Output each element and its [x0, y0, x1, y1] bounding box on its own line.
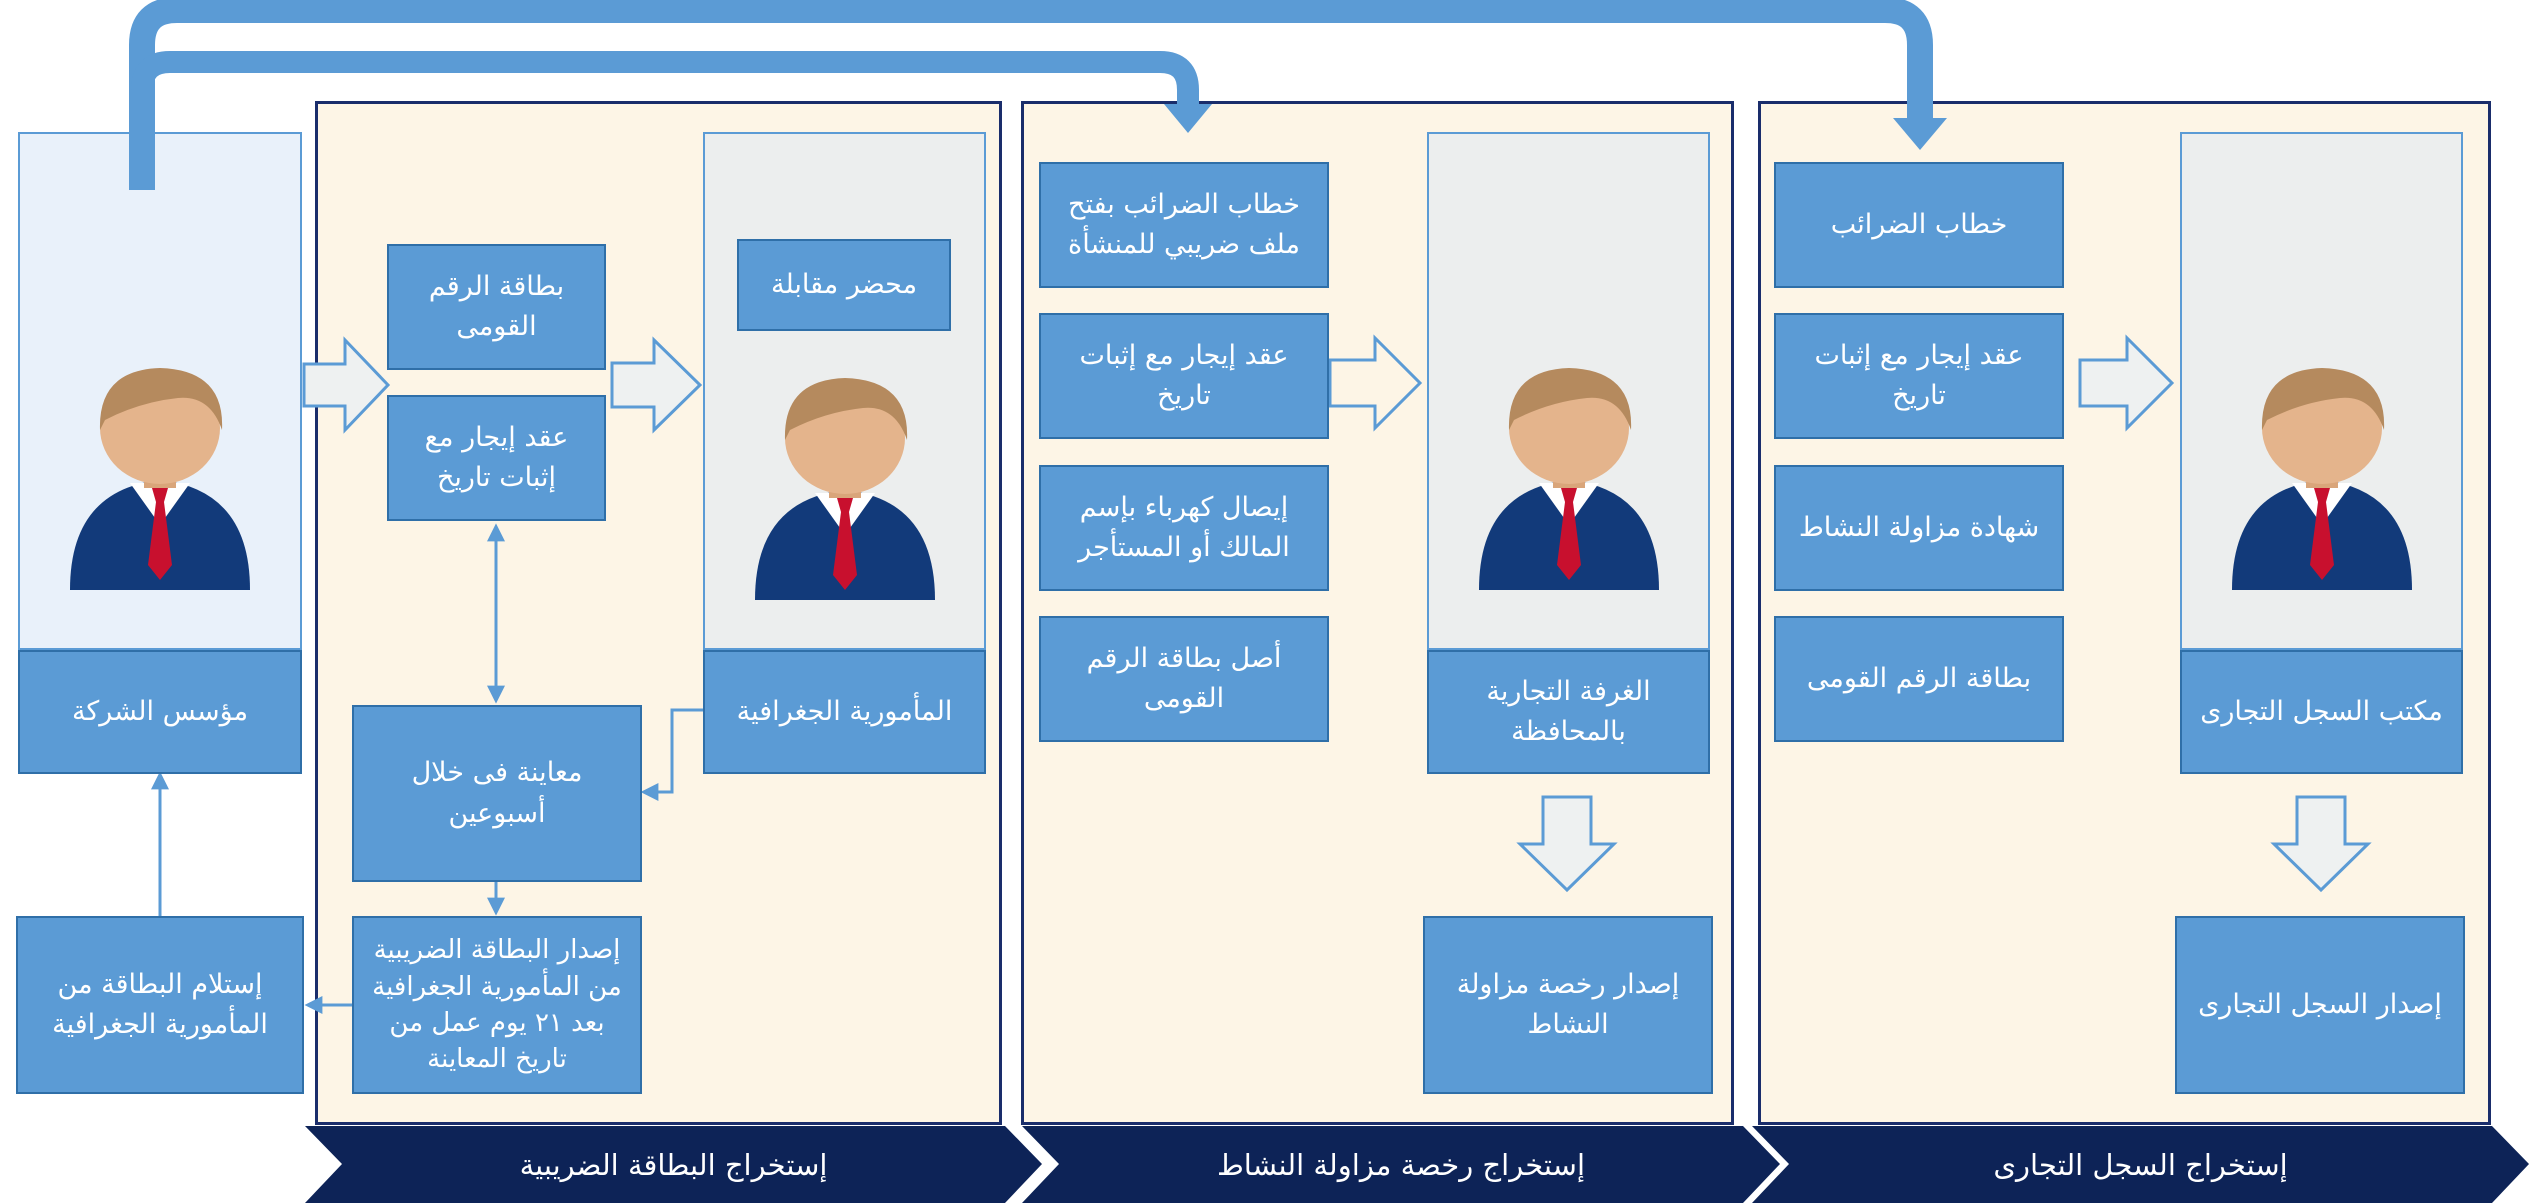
chamber-label: الغرفة التجارية بالمحافظة: [1427, 650, 1710, 774]
chamber-person-icon: [1479, 368, 1659, 590]
receipt-box: إستلام البطاقة من المأمورية الجغرافية: [16, 916, 304, 1094]
commercial-registry-title: إستخراج السجل التجارى: [1993, 1147, 2288, 1182]
license-doc-electricity: إيصال كهرباء بإسم المالك أو المستأجر: [1039, 465, 1329, 591]
founder-person-icon: [70, 368, 250, 590]
license-issuance-box: إصدار رخصة مزاولة النشاط: [1423, 916, 1713, 1094]
registry-issuance-box: إصدار السجل التجارى: [2175, 916, 2465, 1094]
tax-doc-lease: عقد إيجار مع إثبات تاريخ: [387, 395, 606, 521]
license-doc-lease: عقد إيجار مع إثبات تاريخ: [1039, 313, 1329, 439]
tax-authority-label: المأمورية الجغرافية: [703, 650, 986, 774]
license-doc-national-id: أصل بطاقة الرقم القومى: [1039, 616, 1329, 742]
commercial-registry-title-band: إستخراج السجل التجارى: [1752, 1126, 2529, 1203]
tax-card-title: إستخراج البطاقة الضريبية: [519, 1147, 828, 1182]
inspection-box: معاينة فى خلال أسبوعين: [352, 705, 642, 882]
tax-doc-national-id: بطاقة الرقم القومى: [387, 244, 606, 370]
registry-doc-activity-certificate: شهادة مزاولة النشاط: [1774, 465, 2064, 591]
activity-license-title-band: إستخراج رخصة مزاولة النشاط: [1022, 1126, 1780, 1203]
license-doc-tax-letter: خطاب الضرائب بفتح ملف ضريبي للمنشأة: [1039, 162, 1329, 288]
registry-doc-lease: عقد إيجار مع إثبات تاريخ: [1774, 313, 2064, 439]
registry-doc-national-id: بطاقة الرقم القومى: [1774, 616, 2064, 742]
activity-license-title: إستخراج رخصة مزاولة النشاط: [1216, 1147, 1586, 1182]
tax-authority-person-icon: [755, 378, 935, 600]
registry-office-label: مكتب السجل التجارى: [2180, 650, 2463, 774]
interview-record-box: محضر مقابلة: [737, 239, 951, 331]
tax-card-issuance-box: إصدار البطاقة الضريبية من المأمورية الجغ…: [352, 916, 642, 1094]
registry-doc-tax-letter: خطاب الضرائب: [1774, 162, 2064, 288]
tax-card-title-band: إستخراج البطاقة الضريبية: [305, 1126, 1042, 1203]
registry-office-person-icon: [2232, 368, 2412, 590]
founder-label: مؤسس الشركة: [18, 650, 302, 774]
